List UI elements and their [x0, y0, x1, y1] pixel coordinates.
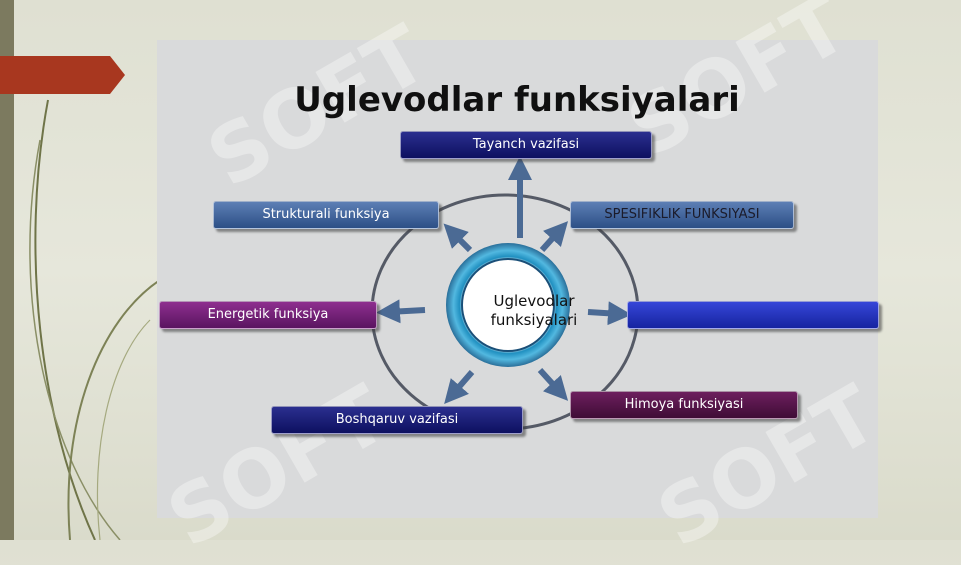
red-arrow-tab: [0, 56, 125, 94]
node-lower-right: Himoya funksiyasi: [570, 391, 798, 419]
node-left: Energetik funksiya: [159, 301, 377, 329]
node-right: [627, 301, 879, 329]
decorative-curves: [29, 99, 161, 540]
center-circle: [461, 258, 555, 352]
slide-title: Uglevodlar funksiyalari: [294, 80, 740, 120]
center-label: Uglevodlar funksiyalari: [490, 292, 578, 329]
cycle-diagram: [370, 156, 640, 431]
left-edge-strip: [0, 0, 14, 540]
node-upper-right: SPESIFIKLIK FUNKSIYASI: [570, 201, 794, 229]
arrows: [376, 156, 632, 405]
node-top: Tayanch vazifasi: [400, 131, 652, 159]
node-upper-left: Strukturali funksiya: [213, 201, 439, 229]
node-lower-left: Boshqaruv vazifasi: [271, 406, 523, 434]
